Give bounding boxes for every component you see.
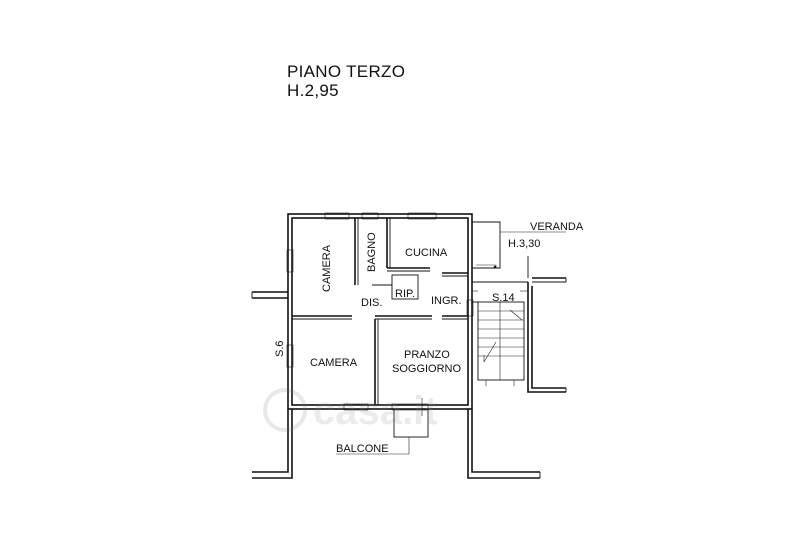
windows — [286, 212, 474, 411]
watermark: casa.it — [263, 388, 438, 433]
balcony — [336, 398, 429, 455]
floor-name: PIANO TERZO — [287, 62, 406, 81]
room-label-pranzo: PRANZO — [404, 349, 450, 361]
room-label-balcone: BALCONE — [336, 443, 389, 455]
room-label-bagno: BAGNO — [366, 232, 378, 272]
veranda — [472, 221, 566, 278]
interior-walls — [292, 218, 468, 405]
room-label-camera-1: CAMERA — [321, 244, 333, 292]
room-label-soggiorno: SOGGIORNO — [392, 363, 462, 375]
room-label-dis: DIS. — [361, 297, 382, 309]
veranda-label: VERANDA — [530, 221, 584, 233]
stair-label: S.14 — [492, 292, 515, 304]
room-label-ingr: INGR. — [431, 295, 462, 307]
outer-walls — [251, 213, 541, 479]
veranda-height: H.3,30 — [508, 238, 540, 250]
side-label: S.6 — [274, 340, 286, 357]
room-label-camera-2: CAMERA — [310, 357, 358, 369]
floor-height: H.2,95 — [287, 81, 339, 100]
watermark-text: casa.it — [313, 389, 438, 433]
room-label-cucina: CUCINA — [405, 247, 448, 259]
room-label-rip: RIP. — [395, 288, 415, 300]
stair — [472, 277, 567, 393]
